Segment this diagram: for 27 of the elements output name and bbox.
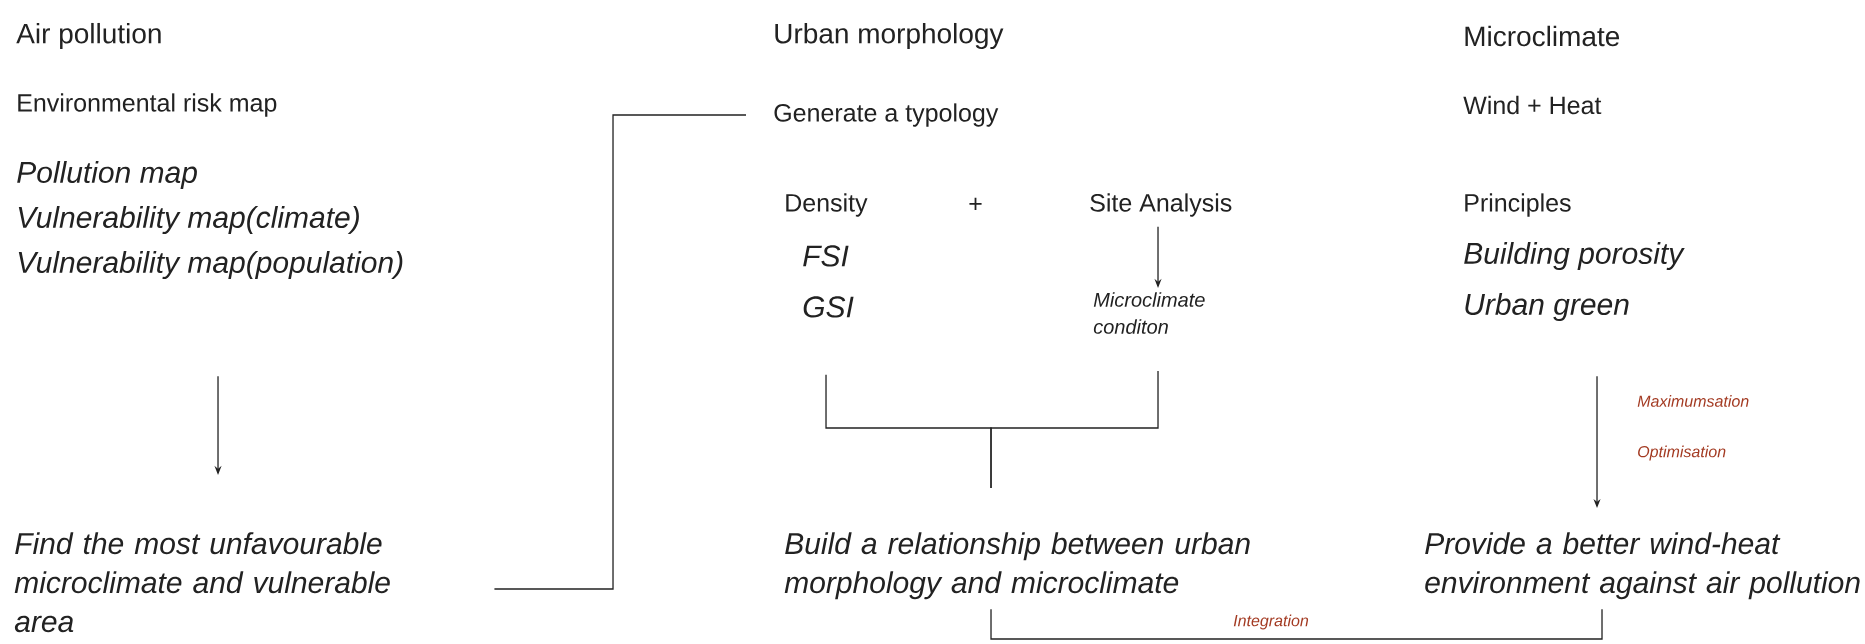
bracket-connector [990,370,1159,489]
step-text: GSI [803,296,854,318]
step-text: Site Analysis [1090,193,1232,217]
edge-label: Integration [1231,612,1311,632]
step-text: Provide a better wind-heat environment against air pollution [1425,532,1860,600]
step-text: Microclimate conditon [1093,292,1205,334]
step-text: Build a relationship between urban morphology and microclimate [784,532,1250,600]
section-heading: Wind + Heat [1463,95,1602,115]
list-item: FSI [803,245,849,267]
step-text: Vulnerability map(population) [18,251,403,279]
bracket-connector [990,608,1603,640]
annotation: Maximumsation [1637,395,1749,407]
section-heading: Environmental risk map [18,93,277,117]
connector-line [493,114,747,590]
plus-sign: + [969,197,982,210]
list-item: Pollution map [17,161,197,189]
section-heading: Principles [1465,193,1571,217]
step-text: Find the most unfavourable microclimate and vulnerable area [14,532,390,633]
column-heading: Urban morphology [775,22,1004,50]
list-item: Building porosity [1464,242,1685,270]
annotation: Optimisation [1638,445,1726,461]
list-item: Vulnerability map(climate) [18,206,359,234]
column-heading: Air pollution [16,22,161,50]
column-heading: Microclimate [1465,25,1620,47]
step-text: Generate a typology [774,103,999,127]
section-heading: Density [786,193,868,217]
step-text: Urban green [1465,293,1629,321]
